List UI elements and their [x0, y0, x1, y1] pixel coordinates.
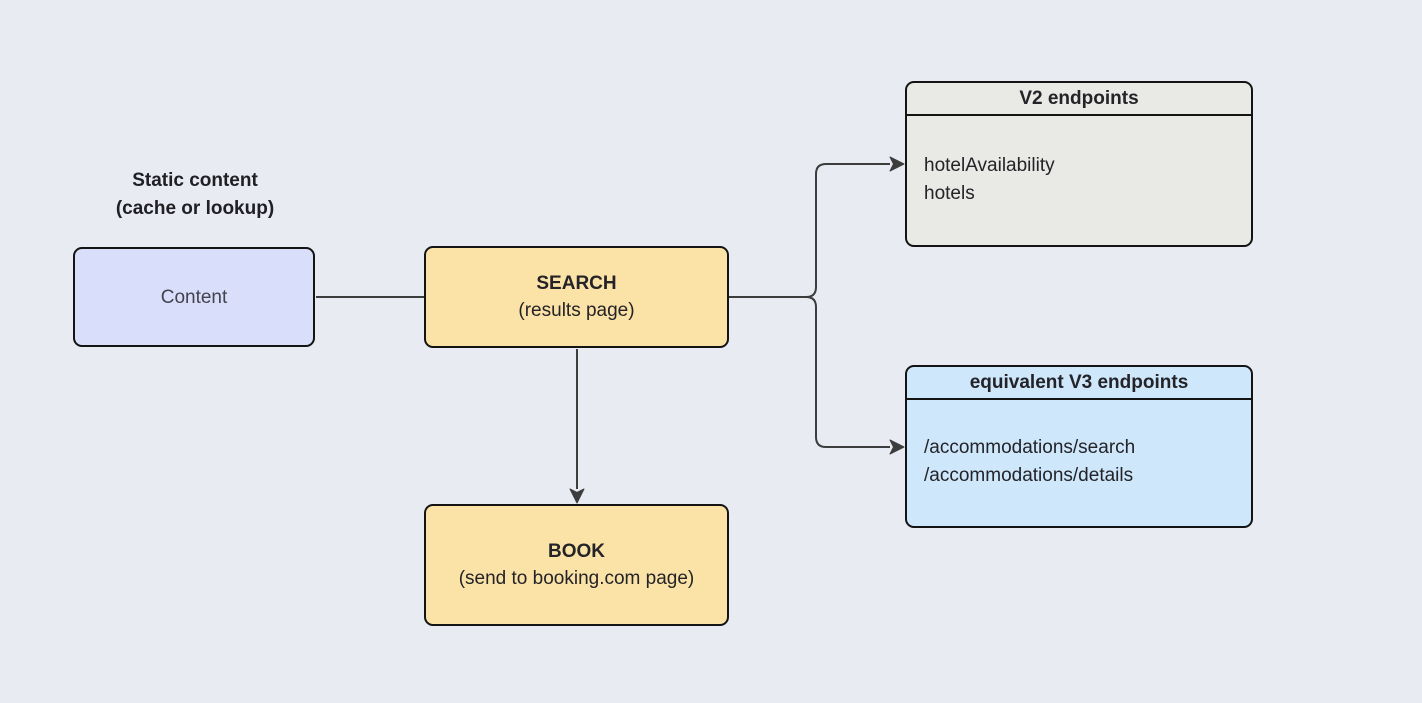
node-search-title: SEARCH [536, 273, 617, 294]
static-content-label-line2: (cache or lookup) [115, 198, 275, 219]
arrowhead-book [569, 488, 585, 504]
node-book-subtitle: (send to booking.com page) [458, 568, 695, 589]
node-v3-endpoints[interactable]: equivalent V3 endpoints /accommodations/… [905, 365, 1253, 528]
v3-endpoint-item: /accommodations/search [924, 437, 1136, 458]
node-book[interactable]: BOOK (send to booking.com page) [424, 504, 729, 626]
edge-search-v3 [729, 296, 890, 448]
arrowhead-v2 [889, 156, 905, 172]
v3-endpoints-header: equivalent V3 endpoints [907, 367, 1251, 400]
arrowhead-v3 [889, 439, 905, 455]
v2-endpoint-item: hotelAvailability [924, 154, 1055, 176]
v2-endpoints-header: V2 endpoints [907, 83, 1251, 116]
node-search[interactable]: SEARCH (results page) [424, 246, 729, 348]
v2-endpoints-body: hotelAvailability hotels [907, 116, 1251, 243]
v3-endpoints-body: /accommodations/search /accommodations/d… [907, 400, 1251, 524]
static-content-label-line1: Static content [132, 170, 258, 191]
v2-endpoint-item: hotels [924, 182, 975, 204]
edge-search-v2 [729, 163, 890, 298]
v3-endpoint-item: /accommodations/details [924, 465, 1134, 486]
node-content-label: Content [160, 286, 228, 308]
node-content[interactable]: Content [73, 247, 315, 347]
node-v2-endpoints[interactable]: V2 endpoints hotelAvailability hotels [905, 81, 1253, 247]
node-book-title: BOOK [548, 541, 605, 562]
node-search-subtitle: (results page) [518, 300, 635, 321]
static-content-label: Static content (cache or lookup) [70, 167, 320, 223]
